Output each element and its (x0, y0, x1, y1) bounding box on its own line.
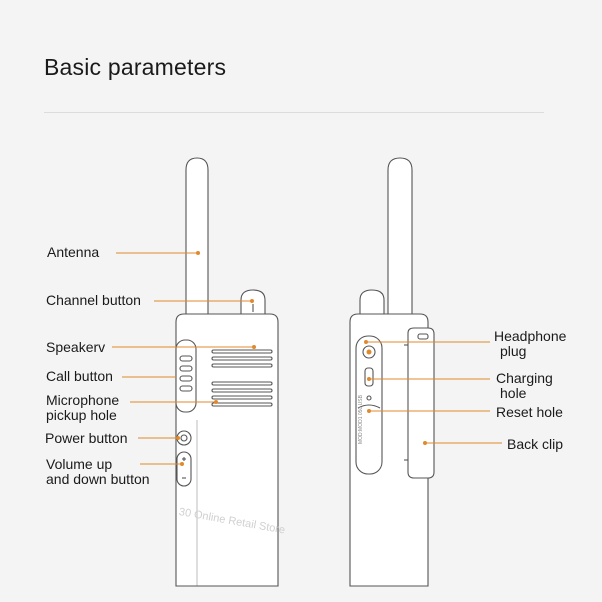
front-call-button-2 (179, 365, 193, 372)
label-volume: Volume up and down button (46, 457, 150, 487)
front-antenna (185, 157, 209, 317)
side-reset-hole (366, 395, 372, 401)
front-volume-rocker (176, 451, 192, 487)
side-leader-lines (364, 340, 502, 445)
page-title: Basic parameters (44, 54, 227, 80)
label-headphone-line1: Headphone (494, 328, 567, 344)
label-charging-line2: hole (500, 385, 527, 401)
side-print-text: MOD:MOD1 050 USB (358, 394, 364, 444)
front-speaker-grille-bottom (211, 381, 273, 407)
front-call-button-3 (179, 375, 193, 382)
label-headphone: Headphone plug (494, 329, 566, 359)
front-call-button-4 (179, 385, 193, 392)
label-microphone: Microphone pickup hole (46, 393, 119, 423)
front-call-button-1 (179, 355, 193, 362)
label-back-clip: Back clip (507, 436, 564, 452)
label-call-button: Call button (46, 368, 113, 384)
label-antenna: Antenna (47, 244, 100, 260)
front-leader-lines (112, 251, 256, 466)
label-charging: Charging hole (496, 371, 553, 401)
title-divider (44, 112, 544, 113)
front-speaker-grille-top (211, 349, 273, 368)
label-channel-button: Channel button (46, 292, 141, 308)
front-view-device (175, 157, 279, 587)
side-channel-knob (359, 289, 385, 317)
label-microphone-line2: pickup hole (46, 407, 117, 423)
side-antenna (387, 157, 413, 317)
front-channel-knob (240, 289, 266, 317)
label-charging-line1: Charging (496, 370, 553, 386)
label-speaker: Speakerv (46, 339, 106, 355)
side-back-clip (407, 327, 435, 479)
label-volume-line1: Volume up (46, 456, 113, 472)
label-microphone-line1: Microphone (46, 392, 120, 408)
label-headphone-line2: plug (500, 343, 527, 359)
label-volume-line2: and down button (46, 471, 150, 487)
label-reset-hole: Reset hole (496, 404, 563, 420)
side-view-device (349, 157, 435, 587)
label-power-button: Power button (45, 430, 128, 446)
